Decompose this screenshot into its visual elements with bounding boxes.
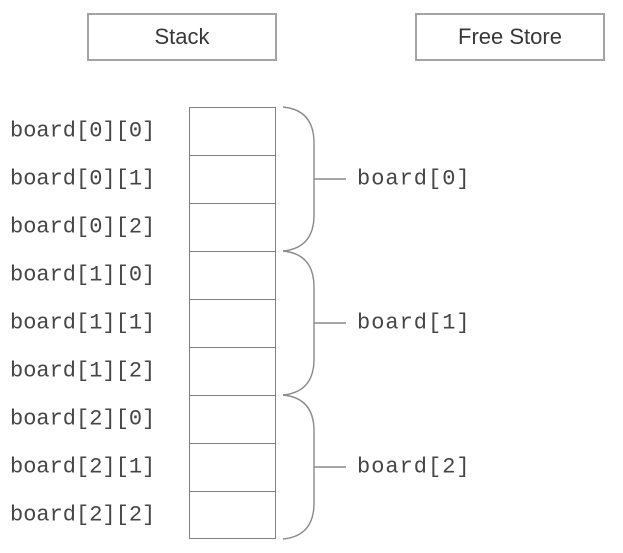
memory-cell <box>190 300 275 348</box>
memory-cell <box>190 444 275 492</box>
memory-cell <box>190 156 275 204</box>
memory-cell <box>190 204 275 252</box>
memory-cell <box>190 396 275 444</box>
pointer-label-board-1: board[1] <box>357 310 471 336</box>
pointer-label-board-0: board[0] <box>357 166 471 192</box>
stack-header-box: Stack <box>87 13 277 61</box>
cell-label-0-1: board[0][1] <box>10 166 156 192</box>
cell-label-0-0: board[0][0] <box>10 118 156 144</box>
cell-label-0-2: board[0][2] <box>10 214 156 240</box>
memory-cell <box>190 492 275 540</box>
memory-cell <box>190 348 275 396</box>
cell-label-1-1: board[1][1] <box>10 310 156 336</box>
stack-header-label: Stack <box>154 24 210 49</box>
free-store-header-box: Free Store <box>415 13 605 61</box>
cell-label-1-0: board[1][0] <box>10 262 156 288</box>
brace-icon-group-2 <box>282 394 315 540</box>
memory-cell-column <box>189 107 276 539</box>
brace-icon-group-1 <box>282 250 315 396</box>
cell-label-1-2: board[1][2] <box>10 358 156 384</box>
memory-cell <box>190 108 275 156</box>
brace-icon-group-0 <box>282 106 315 252</box>
cell-label-2-1: board[2][1] <box>10 454 156 480</box>
memory-cell <box>190 252 275 300</box>
free-store-header-label: Free Store <box>458 24 562 49</box>
cell-label-2-0: board[2][0] <box>10 406 156 432</box>
cell-label-2-2: board[2][2] <box>10 502 156 528</box>
pointer-label-board-2: board[2] <box>357 454 471 480</box>
